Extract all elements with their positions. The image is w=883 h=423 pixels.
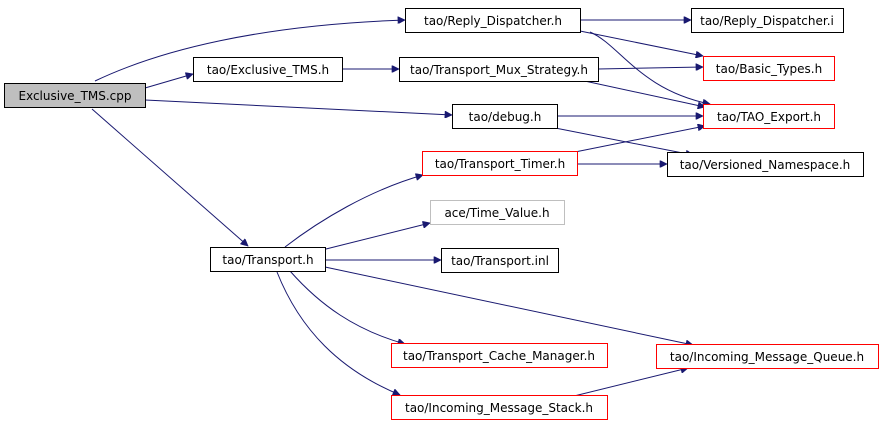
node-label: tao/Transport.inl xyxy=(451,254,549,268)
node-incoming-message-stack-h[interactable]: tao/Incoming_Message_Stack.h xyxy=(391,395,608,420)
edge-exclusive-tms-cpp-to-reply-dispatcher-h xyxy=(94,20,405,82)
node-label: tao/TAO_Export.h xyxy=(717,110,821,124)
node-exclusive-tms-h[interactable]: tao/Exclusive_TMS.h xyxy=(193,57,343,82)
edge-exclusive-tms-cpp-to-debug-h xyxy=(144,99,452,115)
edge-transport-h-to-incoming-message-stack-h xyxy=(276,271,400,395)
node-label: tao/Transport.h xyxy=(222,253,313,267)
edge-transport-h-to-incoming-message-queue-h xyxy=(324,266,693,345)
node-transport-h[interactable]: tao/Transport.h xyxy=(210,247,326,272)
node-label: tao/debug.h xyxy=(469,110,542,124)
node-label: tao/Incoming_Message_Queue.h xyxy=(670,350,864,364)
node-reply-dispatcher-i[interactable]: tao/Reply_Dispatcher.i xyxy=(691,8,844,33)
node-label: tao/Reply_Dispatcher.h xyxy=(424,14,562,28)
node-tao-export-h[interactable]: tao/TAO_Export.h xyxy=(703,104,835,129)
edge-transport-mux-strategy-h-to-basic-types-h xyxy=(597,67,703,69)
edge-reply-dispatcher-h-to-tao-export-h xyxy=(589,31,710,104)
edge-transport-h-to-transport-cache-manager-h xyxy=(289,270,405,344)
edge-exclusive-tms-cpp-to-exclusive-tms-h xyxy=(144,74,193,89)
node-exclusive-tms-cpp[interactable]: Exclusive_TMS.cpp xyxy=(4,83,146,108)
node-versioned-namespace-h[interactable]: tao/Versioned_Namespace.h xyxy=(667,152,864,177)
node-label: tao/Transport_Cache_Manager.h xyxy=(403,349,595,363)
node-label: tao/Basic_Types.h xyxy=(716,62,822,76)
node-label: tao/Versioned_Namespace.h xyxy=(680,158,851,172)
node-label: Exclusive_TMS.cpp xyxy=(18,89,131,103)
node-debug-h[interactable]: tao/debug.h xyxy=(452,104,558,129)
node-label: tao/Incoming_Message_Stack.h xyxy=(405,401,593,415)
edge-transport-timer-h-to-tao-export-h xyxy=(569,126,705,154)
edge-transport-mux-strategy-h-to-tao-export-h xyxy=(579,79,705,107)
node-label: tao/Reply_Dispatcher.i xyxy=(700,14,834,28)
node-transport-mux-strategy-h[interactable]: tao/Transport_Mux_Strategy.h xyxy=(399,57,599,82)
edge-reply-dispatcher-h-to-basic-types-h xyxy=(574,29,703,56)
node-transport-inl[interactable]: tao/Transport.inl xyxy=(441,248,559,273)
node-transport-cache-manager-h[interactable]: tao/Transport_Cache_Manager.h xyxy=(391,343,608,368)
edges xyxy=(91,20,710,398)
edge-exclusive-tms-cpp-to-transport-h xyxy=(91,108,248,246)
node-basic-types-h[interactable]: tao/Basic_Types.h xyxy=(703,56,835,81)
node-reply-dispatcher-h[interactable]: tao/Reply_Dispatcher.h xyxy=(405,8,581,33)
node-label: tao/Exclusive_TMS.h xyxy=(207,63,329,77)
nodes: Exclusive_TMS.cpp tao/Reply_Dispatcher.h… xyxy=(4,8,879,420)
node-incoming-message-queue-h[interactable]: tao/Incoming_Message_Queue.h xyxy=(656,344,879,369)
edge-debug-h-to-versioned-namespace-h xyxy=(544,125,693,155)
node-label: tao/Transport_Timer.h xyxy=(435,157,565,171)
node-label: tao/Transport_Mux_Strategy.h xyxy=(410,63,588,77)
node-time-value-h[interactable]: ace/Time_Value.h xyxy=(430,200,565,225)
node-label: ace/Time_Value.h xyxy=(444,206,549,220)
node-transport-timer-h[interactable]: tao/Transport_Timer.h xyxy=(422,151,578,176)
edge-transport-h-to-time-value-h xyxy=(321,223,430,251)
edge-transport-h-to-transport-timer-h xyxy=(284,175,423,248)
edge-incoming-message-stack-h-to-incoming-message-queue-h xyxy=(569,368,688,398)
